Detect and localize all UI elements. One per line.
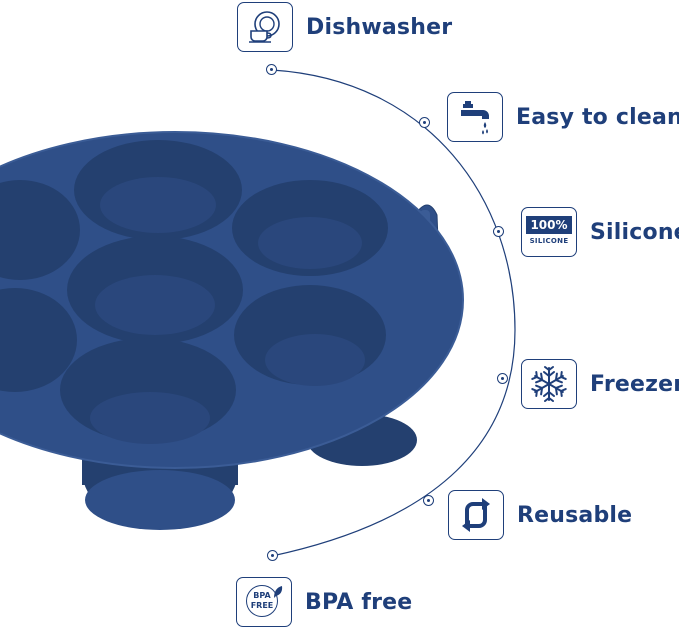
feature-reusable: Reusable (448, 490, 632, 540)
connector-node (266, 64, 277, 75)
feature-dishwasher: Dishwasher (237, 2, 452, 52)
connector-node (419, 117, 430, 128)
connector-arc (271, 69, 516, 557)
connector-node (423, 495, 434, 506)
silicone-tray (0, 131, 464, 530)
connector-node (497, 373, 508, 384)
dishwasher-icon (237, 2, 293, 52)
feature-silicone: 100% SILICONE Silicone (521, 207, 679, 257)
feature-label: BPA free (305, 589, 413, 615)
bpa-badge-line2: FREE (250, 601, 274, 610)
connector-node (493, 226, 504, 237)
snowflake-icon (521, 359, 577, 409)
feature-label: Freezer (590, 371, 679, 397)
badge-top-text: 100% (526, 216, 572, 234)
feature-label: Easy to clean (516, 104, 679, 130)
silicone-badge-icon: 100% SILICONE (521, 207, 577, 257)
badge-bottom-text: SILICONE (529, 237, 569, 245)
feature-freezer: Freezer (521, 359, 679, 409)
connector-node (267, 550, 278, 561)
feature-easy-clean: Easy to clean (447, 92, 679, 142)
feature-label: Silicone (590, 219, 679, 245)
feature-label: Dishwasher (306, 14, 453, 40)
bpa-free-icon: BPA FREE (236, 577, 292, 627)
feature-bpa-free: BPA FREE BPA free (236, 577, 412, 627)
feature-label: Reusable (517, 502, 633, 528)
bpa-badge-line1: BPA (253, 591, 271, 600)
recycle-arrows-icon (448, 490, 504, 540)
faucet-icon (447, 92, 503, 142)
